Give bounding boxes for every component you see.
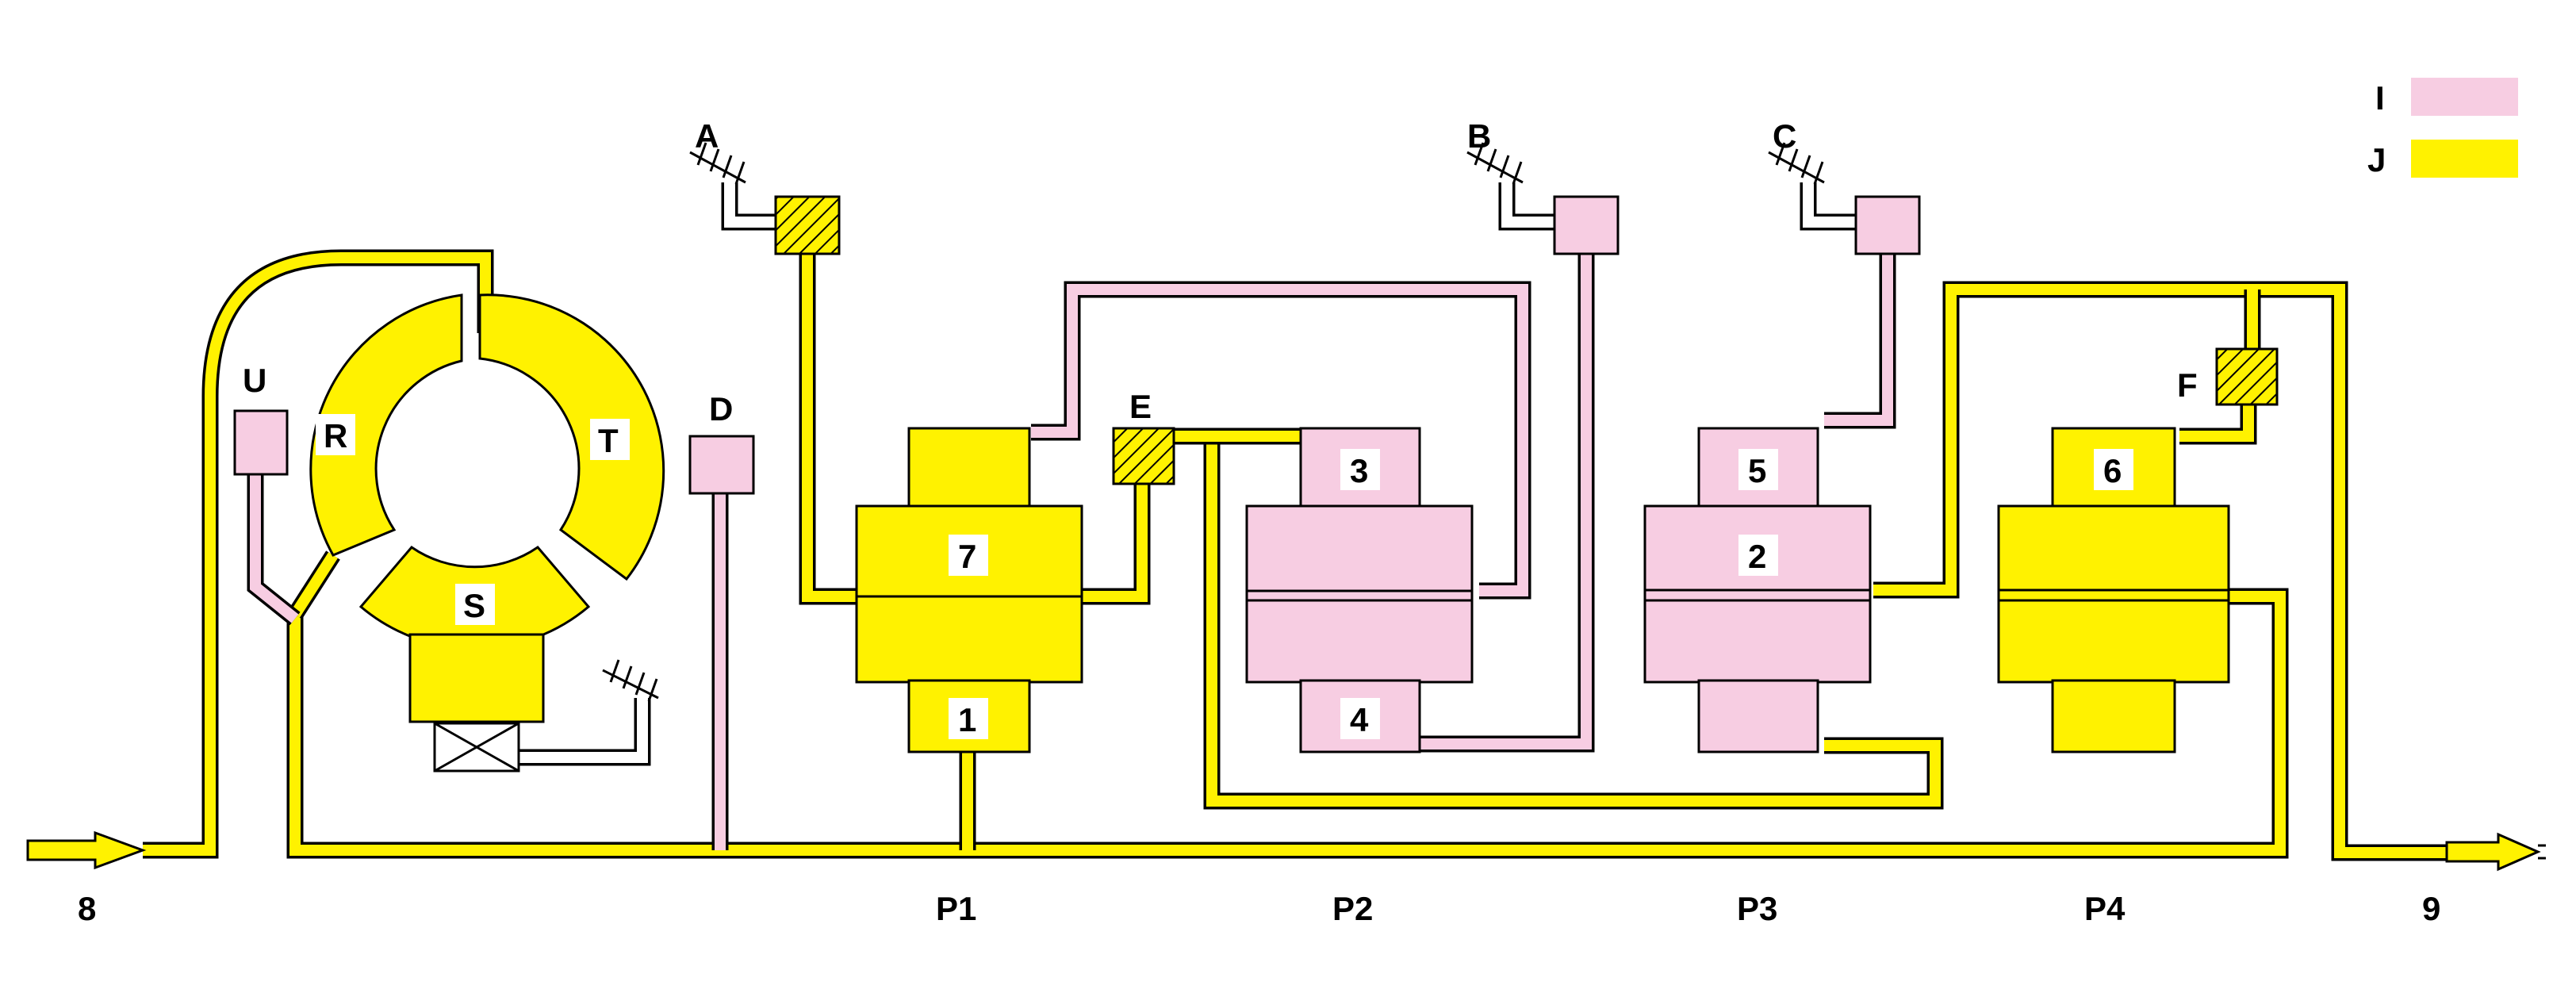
tag-chamber-1: 1 bbox=[949, 698, 988, 739]
label-f: F bbox=[2177, 366, 2198, 404]
svg-text:3: 3 bbox=[1350, 452, 1368, 489]
label-u: U bbox=[243, 362, 266, 399]
tag-chamber-4: 4 bbox=[1340, 698, 1380, 739]
svg-text:1: 1 bbox=[958, 701, 976, 738]
legend-label-j: J bbox=[2367, 141, 2386, 178]
vent-line-c bbox=[1800, 182, 1860, 231]
label-e: E bbox=[1129, 388, 1152, 425]
u-to-pump-line bbox=[288, 550, 340, 619]
label-b: B bbox=[1467, 117, 1491, 155]
valve-d bbox=[688, 435, 755, 495]
tag-r: R bbox=[316, 414, 355, 455]
svg-text:5: 5 bbox=[1748, 452, 1766, 489]
svg-text:7: 7 bbox=[958, 538, 976, 575]
valve-a bbox=[774, 195, 841, 255]
ground-c bbox=[1768, 142, 1825, 185]
valve-c-line bbox=[1824, 238, 1896, 429]
stage-label-p3: P3 bbox=[1737, 890, 1777, 927]
ground-motor bbox=[602, 659, 659, 702]
pump-body bbox=[408, 633, 545, 723]
outlet-arrow bbox=[2445, 832, 2546, 872]
ground-b bbox=[1466, 142, 1524, 185]
ground-a bbox=[689, 142, 746, 185]
tag-chamber-2: 2 bbox=[1738, 535, 1778, 576]
stage-label-p1: P1 bbox=[936, 890, 976, 927]
valve-c bbox=[1854, 195, 1921, 255]
stage-label-p4: P4 bbox=[2084, 890, 2126, 927]
pump-segment-t bbox=[478, 293, 665, 581]
u-pink-branch-line bbox=[247, 468, 301, 626]
label-d: D bbox=[709, 390, 733, 427]
vent-line-a bbox=[721, 182, 781, 231]
legend-label-i: I bbox=[2375, 79, 2385, 117]
stage-label-p2: P2 bbox=[1332, 890, 1373, 927]
tag-chamber-7: 7 bbox=[949, 535, 988, 576]
valve-f-to-chamber6-line bbox=[2179, 404, 2257, 445]
outlet-line bbox=[1873, 281, 2451, 861]
svg-text:S: S bbox=[463, 587, 485, 624]
valve-e bbox=[1112, 427, 1175, 485]
tag-s: S bbox=[455, 584, 495, 625]
tag-chamber-6: 6 bbox=[2094, 449, 2133, 490]
valve-b bbox=[1553, 195, 1620, 255]
p1-to-p2-pink-line bbox=[1031, 281, 1531, 600]
tag-chamber-3: 3 bbox=[1340, 449, 1380, 490]
svg-text:6: 6 bbox=[2103, 452, 2122, 489]
valve-f bbox=[2215, 347, 2279, 406]
pump-segment-r bbox=[309, 293, 463, 557]
vent-line-b bbox=[1498, 182, 1558, 231]
legend: I J bbox=[2367, 78, 2518, 178]
svg-text:T: T bbox=[598, 422, 619, 459]
label-outlet: 9 bbox=[2422, 890, 2440, 927]
svg-text:2: 2 bbox=[1748, 538, 1766, 575]
vent-line-motor bbox=[519, 698, 651, 766]
bottom-manifold-line bbox=[286, 588, 2289, 859]
svg-text:4: 4 bbox=[1350, 701, 1369, 738]
label-a: A bbox=[695, 117, 719, 155]
tag-chamber-5: 5 bbox=[1738, 449, 1778, 490]
tag-t: T bbox=[590, 419, 630, 460]
label-c: C bbox=[1773, 117, 1796, 155]
inlet-arrow bbox=[26, 830, 147, 870]
label-inlet: 8 bbox=[78, 890, 96, 927]
legend-swatch-j bbox=[2411, 140, 2518, 178]
inlet-supply-line bbox=[143, 249, 494, 859]
valve-b-line bbox=[1420, 238, 1595, 753]
piston-p4 bbox=[1997, 427, 2230, 753]
pump-assembly bbox=[309, 293, 665, 773]
legend-swatch-i bbox=[2411, 78, 2518, 116]
valve-u bbox=[233, 409, 289, 476]
svg-text:R: R bbox=[324, 417, 347, 454]
